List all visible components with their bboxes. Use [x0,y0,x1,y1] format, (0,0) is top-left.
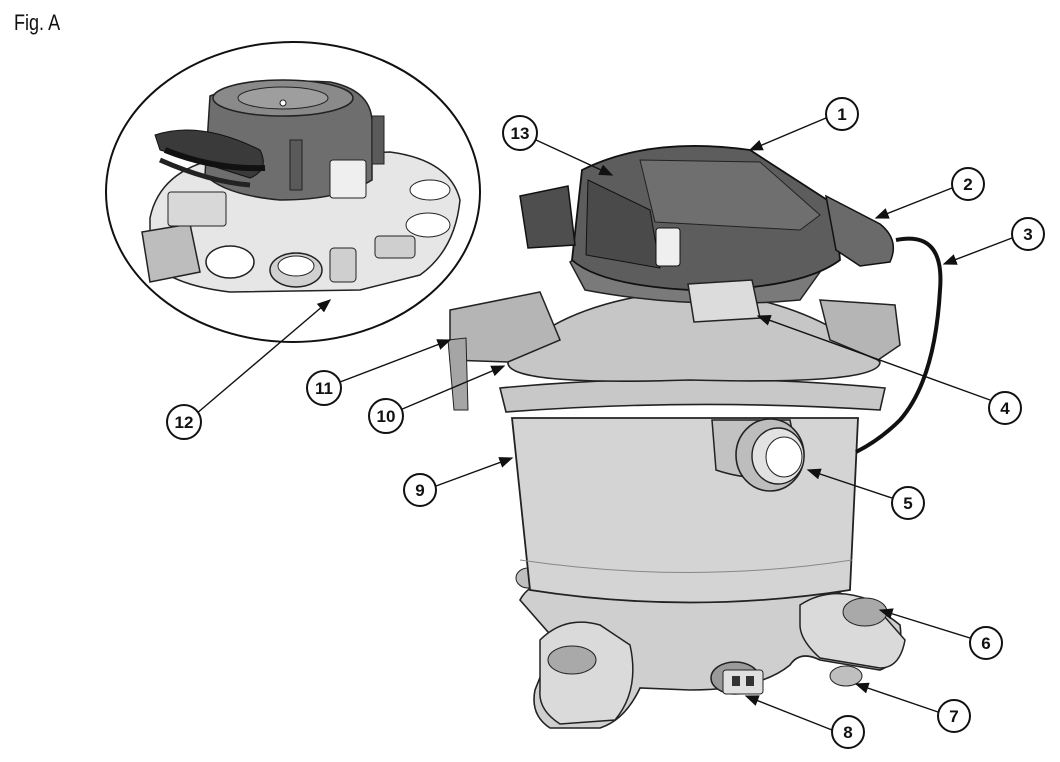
callout-13: 13 [502,115,538,151]
callout-1: 1 [825,97,859,131]
callout-4: 4 [988,391,1022,425]
callout-3: 3 [1011,217,1045,251]
svg-text:13: 13 [511,124,530,143]
hose-inlet [711,418,805,492]
callout-10: 10 [368,398,404,434]
leader-lines [195,117,1013,731]
svg-text:2: 2 [963,175,972,194]
wet-dry-vac [447,145,943,729]
lid [447,289,901,411]
svg-text:5: 5 [903,494,912,513]
power-head [519,145,895,323]
callout-7: 7 [937,699,971,733]
svg-text:8: 8 [843,723,852,742]
callout-6: 6 [969,626,1003,660]
callout-11: 11 [306,370,342,406]
callout-2: 2 [951,167,985,201]
svg-text:12: 12 [175,413,194,432]
svg-text:10: 10 [377,407,396,426]
inset-detail-view [105,41,481,343]
figure-title: Fig. A [14,10,61,35]
svg-text:9: 9 [415,481,424,500]
drain-port [710,661,764,695]
svg-text:11: 11 [315,379,333,398]
svg-text:1: 1 [837,105,846,124]
callout-8: 8 [831,715,865,749]
svg-text:4: 4 [1000,399,1010,418]
power-cord [855,236,943,454]
callout-9: 9 [403,473,437,507]
svg-text:3: 3 [1023,225,1032,244]
svg-text:6: 6 [981,634,990,653]
collection-drum [511,417,859,604]
svg-text:7: 7 [949,707,958,726]
callout-12: 12 [166,404,202,440]
callout-5: 5 [891,486,925,520]
